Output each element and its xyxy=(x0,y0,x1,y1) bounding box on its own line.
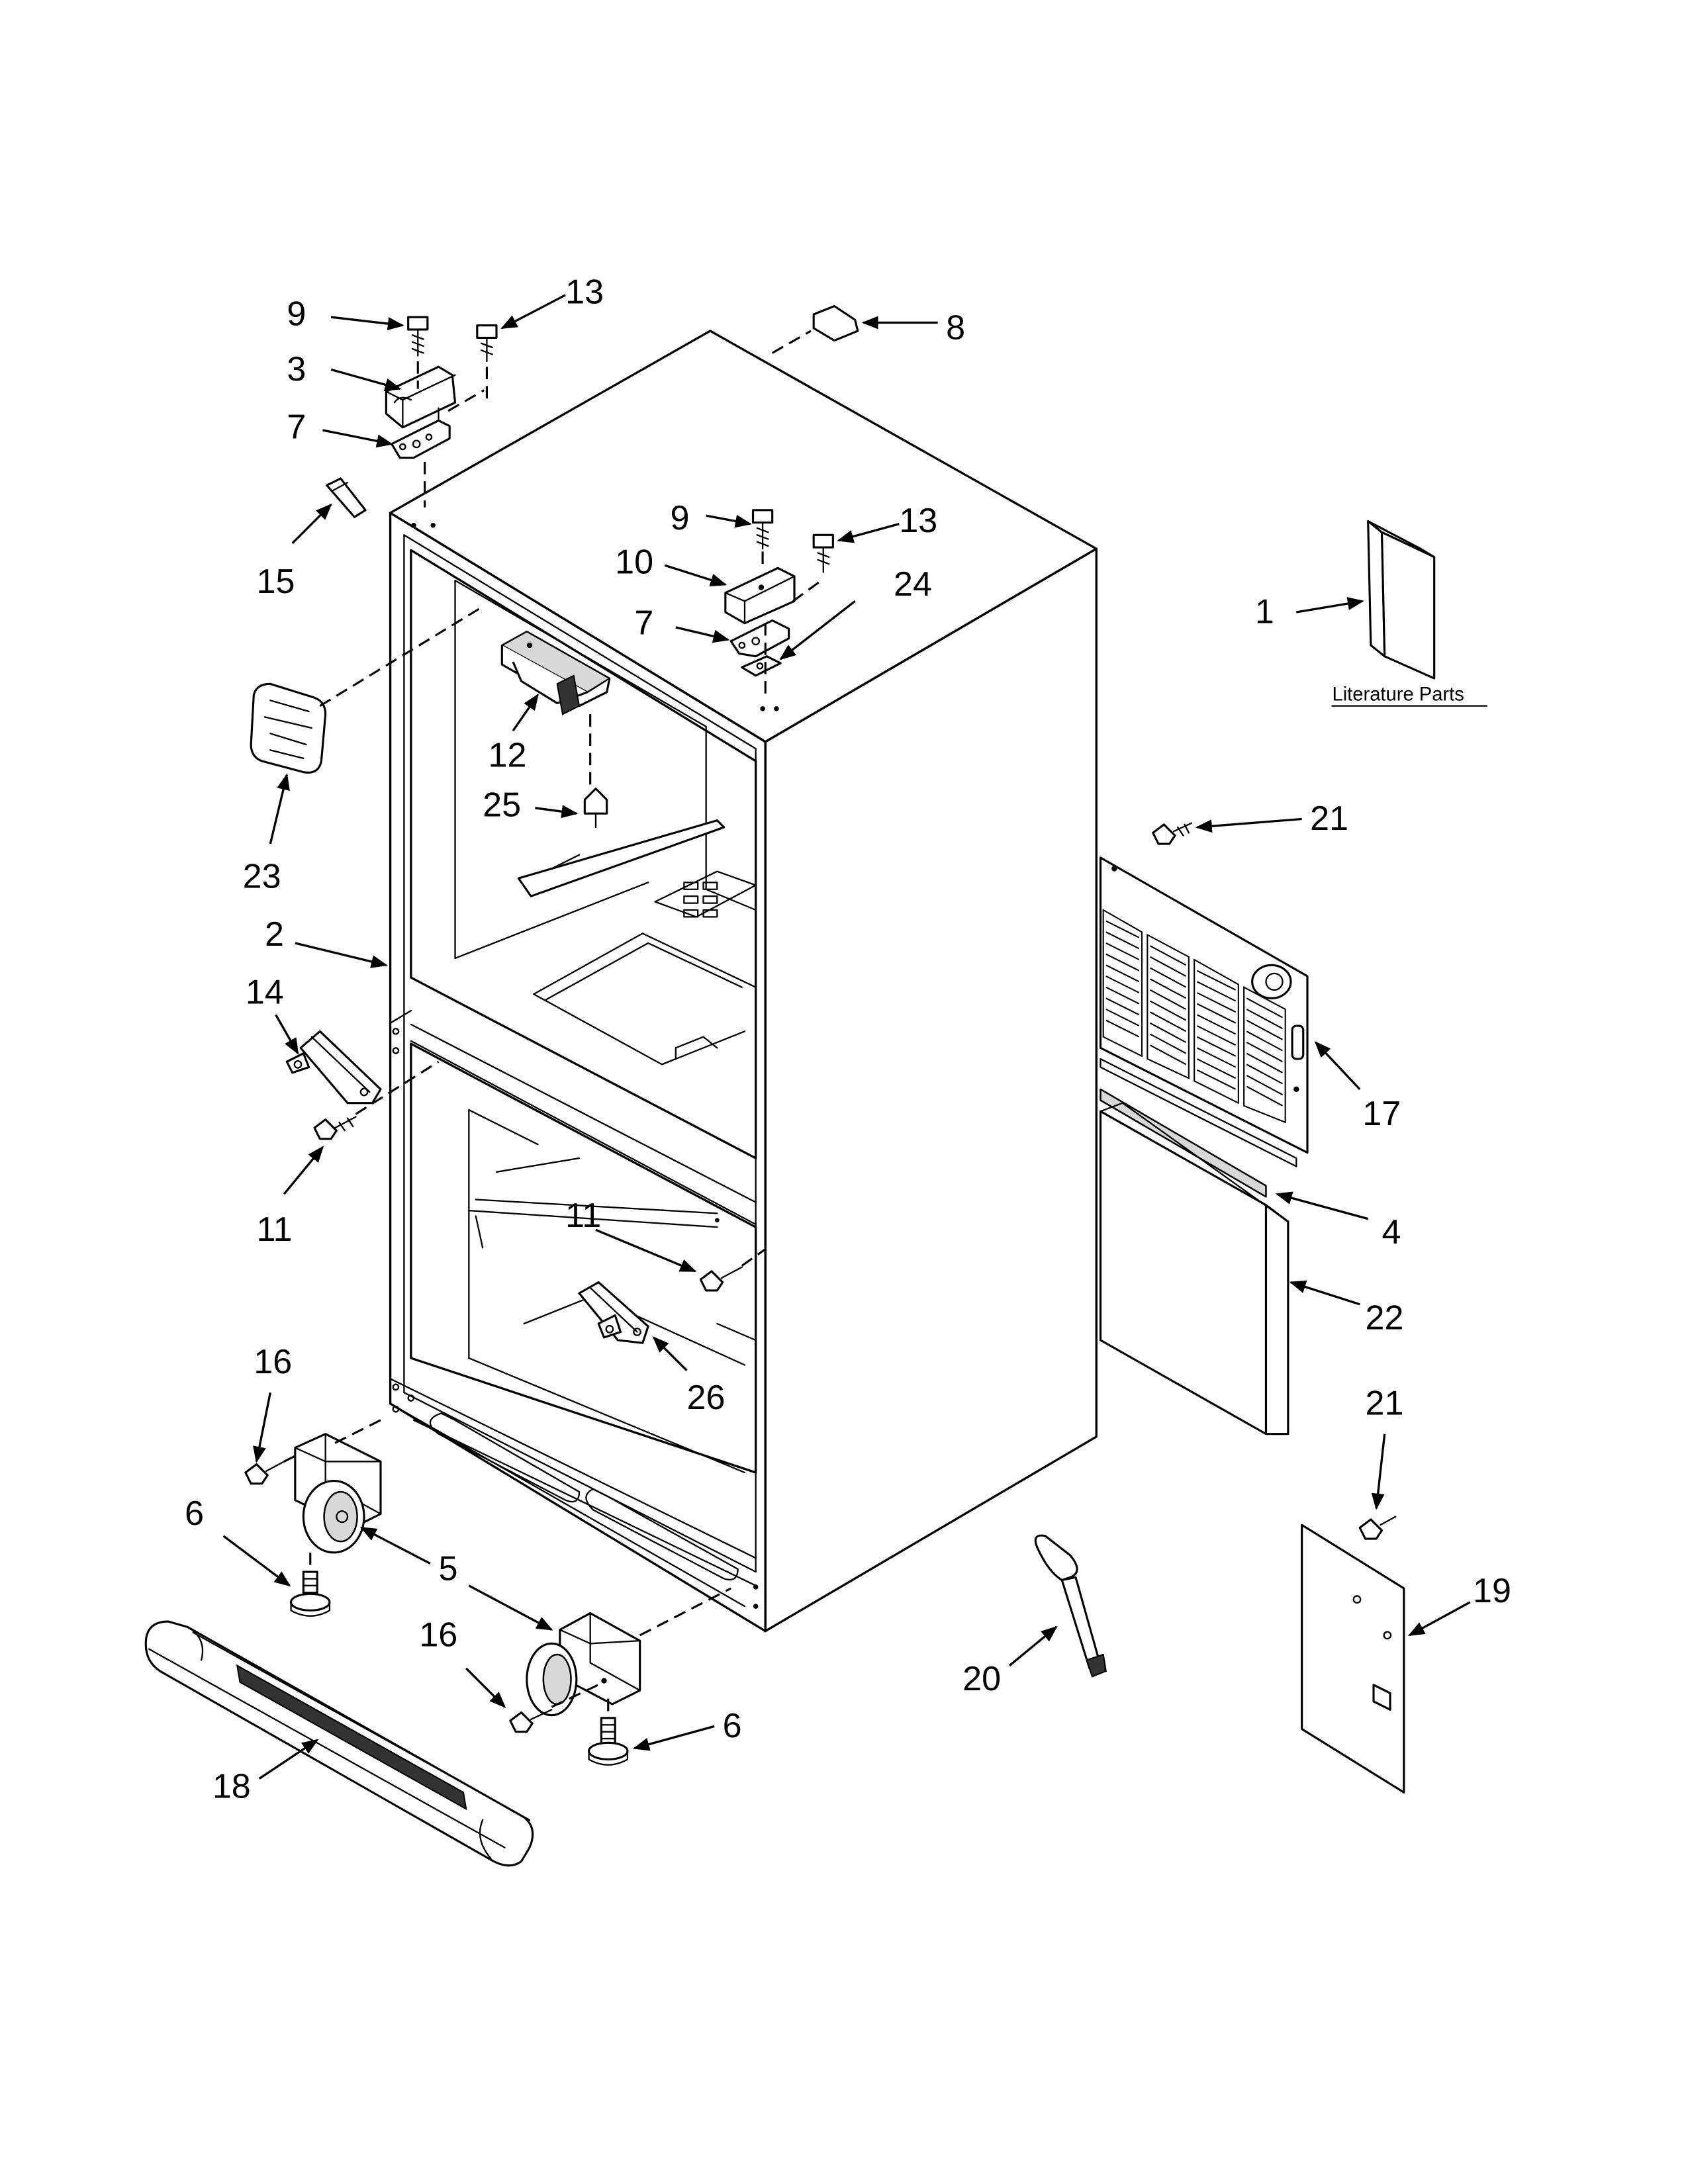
part-1-literature: Literature Parts xyxy=(1331,520,1487,707)
screw-13-left xyxy=(476,324,498,362)
screw-11-center xyxy=(699,1248,767,1292)
callout-15: 15 xyxy=(257,563,295,601)
callout-5: 5 xyxy=(439,1550,458,1588)
screw-16-left xyxy=(244,1452,301,1485)
callout-24: 24 xyxy=(894,565,932,604)
callout-26: 26 xyxy=(687,1379,726,1417)
part-26-hinge xyxy=(578,1281,649,1344)
callout-11-left: 11 xyxy=(257,1210,293,1249)
callout-6-left: 6 xyxy=(185,1494,204,1533)
part-15-clip xyxy=(326,477,367,518)
callout-16-left: 16 xyxy=(254,1343,292,1381)
callout-13-upper-left: 13 xyxy=(565,273,604,311)
callout-7-upper-left: 7 xyxy=(287,408,306,447)
louver-bank xyxy=(1102,909,1286,1124)
callout-17: 17 xyxy=(1362,1095,1401,1133)
callout-19: 19 xyxy=(1473,1572,1511,1610)
screw-25 xyxy=(583,788,608,829)
part-17-rear-grille xyxy=(1099,856,1309,1167)
part-8-plug xyxy=(771,304,859,354)
callout-18: 18 xyxy=(212,1768,251,1806)
upper-left-hinge-assembly xyxy=(385,316,498,508)
screw-11-left xyxy=(313,1060,440,1140)
callout-22: 22 xyxy=(1366,1298,1404,1337)
callout-16-right: 16 xyxy=(419,1616,457,1655)
shim-24 xyxy=(741,655,782,677)
cabinet xyxy=(389,330,1098,1633)
callout-4: 4 xyxy=(1382,1213,1401,1251)
hinge-cover-10 xyxy=(724,567,796,625)
callout-10: 10 xyxy=(615,543,653,582)
part-19-cover xyxy=(1301,1524,1405,1794)
literature-parts-label: Literature Parts xyxy=(1333,684,1464,705)
callout-13-center: 13 xyxy=(899,502,937,540)
callout-21-lower: 21 xyxy=(1366,1385,1404,1423)
part-14-hinge xyxy=(285,1030,382,1105)
callout-1: 1 xyxy=(1255,593,1274,631)
callout-2: 2 xyxy=(265,915,284,954)
part-12-bracket xyxy=(500,630,611,789)
screw-16-right xyxy=(509,1681,605,1733)
callout-3: 3 xyxy=(287,350,306,388)
callout-labels: 9 13 3 7 15 8 9 13 10 7 24 1 12 25 23 21… xyxy=(185,273,1511,1805)
callout-7-center: 7 xyxy=(634,604,653,642)
screw-21-lower xyxy=(1358,1516,1397,1540)
callout-6-right: 6 xyxy=(723,1707,742,1745)
hinge-7-center xyxy=(729,619,790,658)
screw-13-center xyxy=(812,533,834,573)
callout-9-upper-left: 9 xyxy=(287,295,306,334)
part-20-wrench xyxy=(1034,1534,1107,1678)
callout-21-upper: 21 xyxy=(1310,799,1348,838)
callout-12: 12 xyxy=(489,736,527,774)
roller-assembly-right xyxy=(526,1587,731,1766)
hinge-7-left xyxy=(391,407,451,459)
vent-grid xyxy=(654,870,757,918)
callout-23: 23 xyxy=(243,858,281,896)
callout-14: 14 xyxy=(246,974,284,1012)
part-22-panel xyxy=(1099,1102,1289,1435)
hinge-cover-3 xyxy=(385,365,457,429)
part-18-toe-grille xyxy=(144,1620,534,1867)
screw-21-upper xyxy=(1152,822,1193,845)
part-23-control xyxy=(250,606,483,774)
roller-assembly-left xyxy=(290,1419,382,1617)
callout-25: 25 xyxy=(483,786,521,824)
screw-9-center xyxy=(751,509,774,550)
callout-8: 8 xyxy=(946,309,965,347)
callout-9-center: 9 xyxy=(671,499,690,537)
callout-20: 20 xyxy=(962,1660,1001,1698)
upper-center-hinge-assembly xyxy=(724,509,834,701)
leader-arrows xyxy=(222,294,1471,1780)
screw-9-left xyxy=(407,316,429,357)
callout-11-center: 11 xyxy=(565,1197,601,1235)
